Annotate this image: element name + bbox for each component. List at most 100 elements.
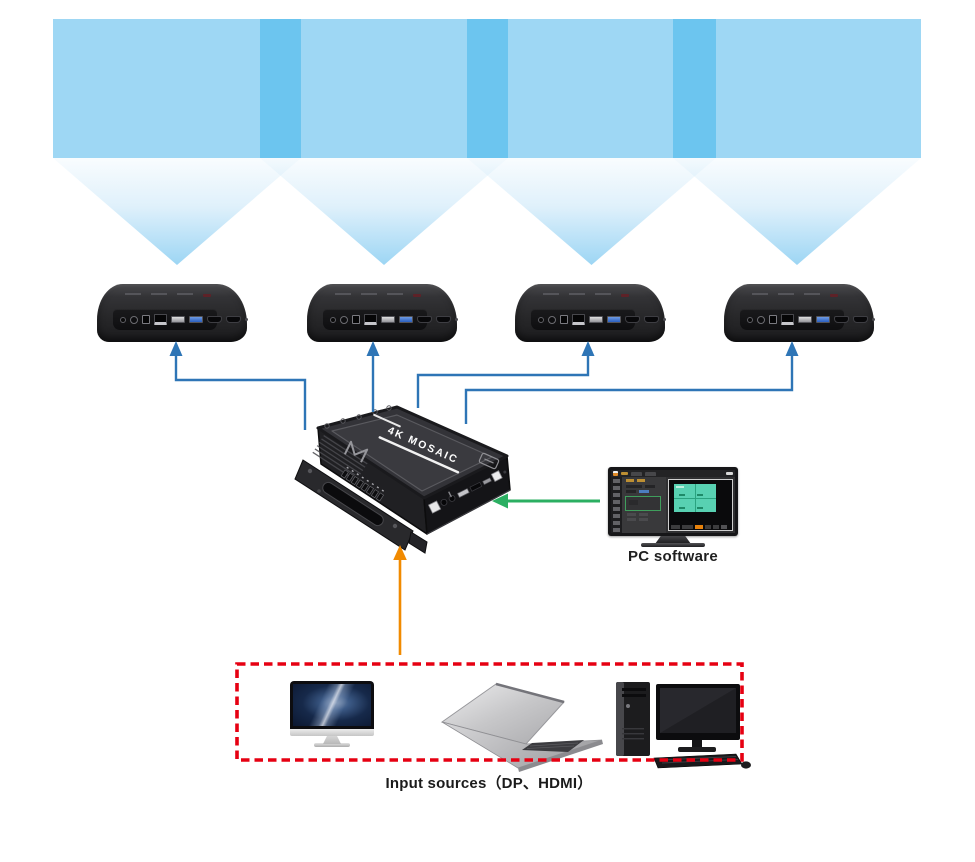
monitor-foot — [678, 747, 716, 752]
label-line-bottom — [378, 436, 460, 474]
galaxy-wallpaper — [293, 684, 371, 726]
optical-port-icon — [769, 315, 777, 324]
label-line-top — [373, 413, 401, 428]
ir-port-icon — [455, 318, 458, 321]
usb3-port-icon — [399, 316, 413, 323]
projection-beam — [260, 158, 508, 265]
micro-usb-port-icon — [482, 477, 492, 485]
projector-top-vents — [752, 293, 830, 295]
jack-port-icon — [440, 498, 448, 506]
panel-field — [626, 490, 636, 493]
projector-3 — [515, 284, 666, 342]
usb-port-icon — [589, 316, 603, 323]
imac-stand — [323, 736, 341, 744]
projector-logo — [621, 294, 629, 297]
projector-rear-panel — [531, 309, 666, 330]
projector-top-vents — [543, 293, 621, 295]
toggle-icon — [448, 491, 452, 498]
software-screen — [611, 470, 735, 533]
mouse — [741, 761, 751, 769]
toolbar-chip — [621, 472, 628, 475]
panel-field — [626, 485, 642, 488]
projector-top-vents — [125, 293, 203, 295]
hdmi-port-icon — [469, 481, 483, 492]
software-tab — [631, 471, 642, 476]
toolbar-button — [682, 524, 693, 529]
optical-port-icon — [352, 315, 360, 324]
projector-4 — [724, 284, 875, 342]
imac-source — [290, 681, 374, 747]
brand-badge-icon — [478, 452, 500, 470]
app-logo-icon — [613, 471, 618, 476]
projector-rear-panel — [323, 309, 458, 330]
software-sidebar — [611, 477, 622, 533]
hdmi-port-icon — [417, 316, 432, 323]
software-topbar — [611, 470, 735, 477]
panel-button — [637, 479, 645, 482]
usb-port-icon — [171, 316, 185, 323]
ethernet-port-icon — [154, 314, 167, 325]
projector-1 — [97, 284, 248, 342]
ethernet-port-icon — [572, 314, 585, 325]
led-icon — [503, 470, 507, 474]
software-bottom-toolbar — [671, 524, 730, 529]
usb-port-icon — [456, 488, 470, 498]
hdmi-port-icon — [436, 316, 451, 323]
usb3-port-icon — [816, 316, 830, 323]
usb-b-port-icon — [490, 470, 503, 482]
projection-beam — [467, 158, 716, 265]
ir-port-icon — [663, 318, 666, 321]
power-led-icon — [538, 316, 544, 323]
projector-rear-panel — [113, 309, 248, 330]
toolbar-button — [713, 524, 719, 529]
panel-button — [626, 479, 634, 482]
ethernet-port-icon — [781, 314, 794, 325]
panel-button — [627, 518, 636, 521]
projection-screen-band — [53, 19, 921, 158]
hdmi-port-icon — [625, 316, 640, 323]
video-arrowheads — [169, 341, 799, 356]
projector-logo — [830, 294, 838, 297]
optical-port-icon — [560, 315, 568, 324]
pc-software-label: PC software — [628, 548, 718, 565]
bracket-slot — [322, 481, 384, 527]
laptop-lid — [440, 683, 565, 745]
usb3-port-icon — [189, 316, 203, 323]
device-ports — [428, 470, 507, 514]
hdmi-port-icon — [834, 316, 849, 323]
panel-field — [639, 490, 649, 493]
projector-2 — [307, 284, 458, 342]
terminal-strip — [340, 466, 385, 502]
toolbar-button-orange — [695, 524, 703, 529]
monitor-stand — [655, 536, 691, 544]
device-foot — [408, 531, 428, 554]
mosaic-processor-device: 4K MOSAIC — [294, 405, 511, 554]
blend-overlap-stripe — [260, 19, 301, 158]
power-led-icon — [330, 316, 336, 323]
toolbar-button — [705, 524, 711, 529]
vent-lines — [312, 435, 368, 477]
projector-top-vents — [335, 293, 413, 295]
projector-rear-panel — [740, 309, 875, 330]
hdmi-port-icon — [207, 316, 222, 323]
input-sources-label: Input sources（DP、HDMI） — [385, 775, 593, 792]
laptop-source — [440, 682, 603, 772]
hdmi-port-icon — [644, 316, 659, 323]
blend-overlap-stripe — [673, 19, 716, 158]
projection-beam — [53, 158, 301, 265]
software-tab — [645, 471, 656, 476]
usb-b-port-icon — [428, 500, 442, 514]
monitor-base — [641, 543, 705, 547]
m-logo-icon — [343, 440, 369, 463]
panel-button — [639, 513, 648, 516]
software-settings-panel — [622, 477, 666, 533]
audio-jack-icon — [130, 315, 138, 324]
blend-overlap-stripe — [467, 19, 508, 158]
power-led-icon — [120, 316, 126, 323]
panel-field — [645, 485, 655, 488]
power-button-icon — [626, 704, 630, 708]
panel-button — [627, 513, 636, 516]
usb3-port-icon — [607, 316, 621, 323]
software-canvas — [668, 479, 733, 531]
software-body — [611, 477, 735, 533]
